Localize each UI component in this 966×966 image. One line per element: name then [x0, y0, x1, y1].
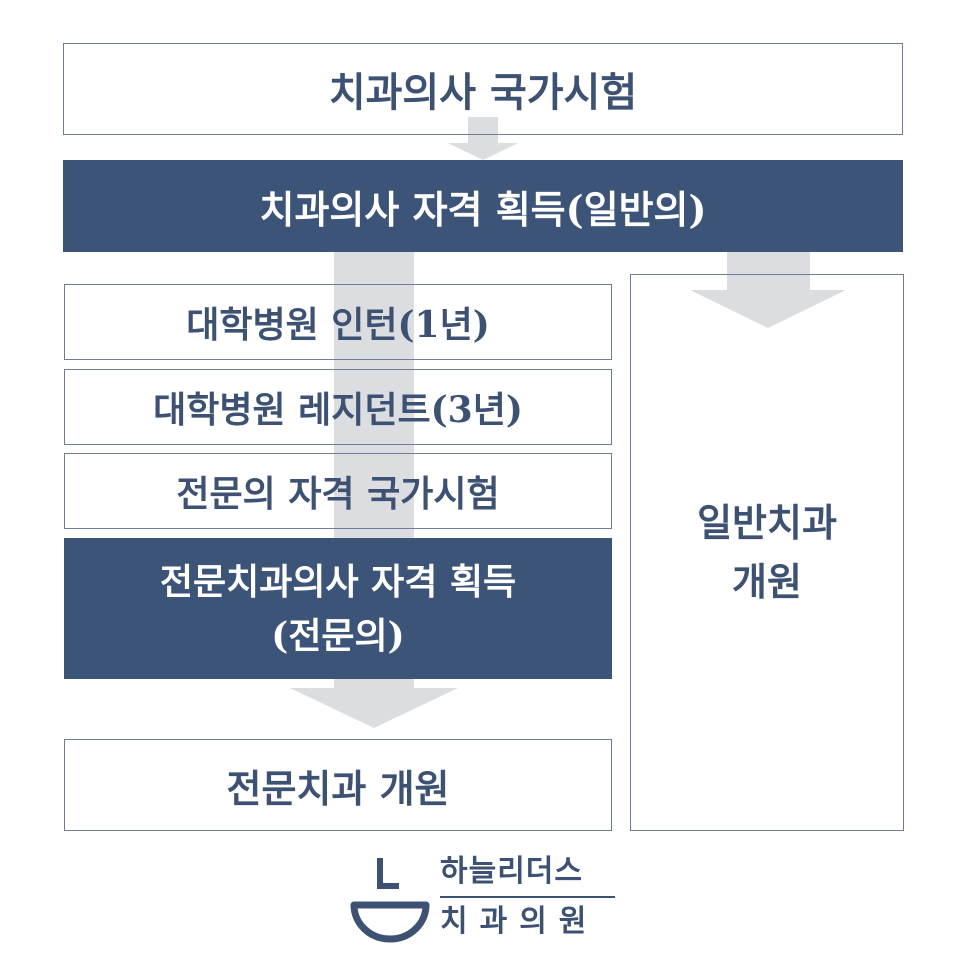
- specialist-clinic-box: 전문치과 개원: [64, 739, 612, 831]
- specialist-license-label-line1: 전문치과의사 자격 획득: [159, 560, 517, 603]
- logo-name-line2: 치과의원: [440, 904, 599, 939]
- specialist-license-label-line2: (전문의): [271, 614, 405, 657]
- national-exam-label: 치과의사 국가시험: [328, 69, 638, 116]
- general-clinic-box: 일반치과 개원: [630, 274, 904, 831]
- arrow-exam-to-license: [448, 117, 518, 160]
- logo-mark-icon: [350, 858, 430, 943]
- arrow-specialist-track: [290, 252, 458, 728]
- clinic-logo: 하늘리더스 치과의원: [350, 850, 620, 950]
- intern-label: 대학병원 인턴(1년): [186, 304, 490, 346]
- specialist-clinic-label: 전문치과 개원: [226, 765, 450, 811]
- logo-wordmark: 하늘리더스 치과의원: [440, 850, 615, 944]
- general-license-label: 치과의사 자격 획득(일반의): [259, 186, 707, 232]
- logo-divider: [440, 896, 615, 898]
- general-license-box: 치과의사 자격 획득(일반의): [63, 160, 903, 252]
- general-clinic-label-line2: 개원: [732, 558, 802, 604]
- arrow-license-to-general-clinic: [690, 252, 846, 328]
- national-exam-box: 치과의사 국가시험: [63, 43, 903, 135]
- specialist-exam-label: 전문의 자격 국가시험: [176, 473, 500, 515]
- resident-box: 대학병원 레지던트(3년): [64, 369, 612, 445]
- intern-box: 대학병원 인턴(1년): [64, 284, 612, 360]
- specialist-license-box: 전문치과의사 자격 획득 (전문의): [64, 538, 612, 679]
- resident-label: 대학병원 레지던트(3년): [153, 389, 523, 431]
- logo-name-line1: 하늘리더스: [440, 854, 583, 889]
- general-clinic-label-line1: 일반치과: [697, 499, 837, 545]
- specialist-exam-box: 전문의 자격 국가시험: [64, 453, 612, 529]
